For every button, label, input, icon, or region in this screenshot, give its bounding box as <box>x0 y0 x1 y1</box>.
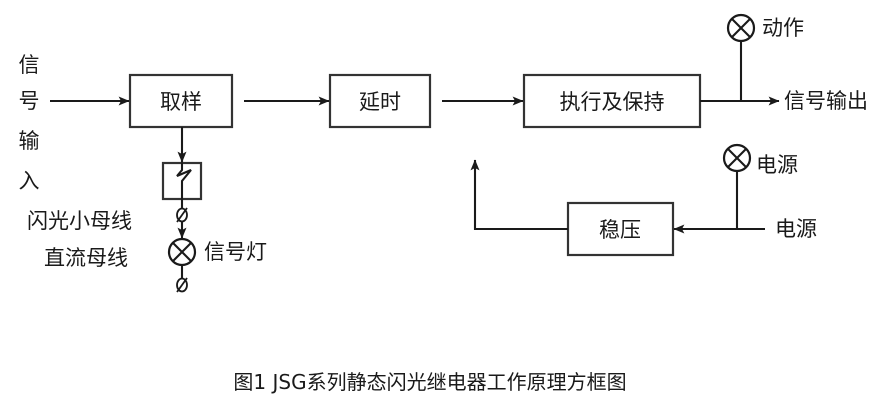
input-label-char-2: 号 <box>19 89 40 113</box>
contact-switch-icon <box>176 161 192 201</box>
block-voltage-regulator-label: 稳压 <box>599 218 641 242</box>
label-dc-bus: 直流母线 <box>44 246 128 270</box>
power-lamp-icon <box>722 143 752 173</box>
block-delay-label: 延时 <box>359 90 401 114</box>
label-flash-bus: 闪光小母线 <box>27 209 132 233</box>
label-power-input: 电源 <box>775 217 817 241</box>
label-power-lamp: 电源 <box>756 153 798 177</box>
terminal-lower-icon <box>176 277 188 293</box>
block-delay: 延时 <box>328 73 432 129</box>
input-label-char-3: 输 <box>19 129 40 153</box>
input-label-char-1: 信 <box>19 53 40 77</box>
relay-contact-symbol <box>161 161 203 201</box>
action-lamp-icon <box>726 13 756 43</box>
figure-caption: 图1 JSG系列静态闪光继电器工作原理方框图 <box>233 370 626 394</box>
block-sampling-rect <box>128 73 234 129</box>
block-sampling: 取样 <box>128 73 234 129</box>
signal-lamp-icon <box>167 237 197 267</box>
block-execute-hold-rect <box>522 73 702 129</box>
block-voltage-regulator-rect <box>566 201 675 257</box>
label-signal-lamp: 信号灯 <box>204 240 267 264</box>
block-voltage-regulator: 稳压 <box>566 201 675 257</box>
label-signal-output: 信号输出 <box>784 89 868 113</box>
block-execute-hold: 执行及保持 <box>522 73 702 129</box>
input-label-char-4: 入 <box>19 169 40 193</box>
block-sampling-label: 取样 <box>160 90 202 114</box>
label-action: 动作 <box>762 16 804 40</box>
wire-regulator-to-execute <box>470 159 568 231</box>
block-execute-hold-label: 执行及保持 <box>560 90 665 114</box>
block-delay-rect <box>328 73 432 129</box>
terminal-upper-icon <box>176 207 188 223</box>
